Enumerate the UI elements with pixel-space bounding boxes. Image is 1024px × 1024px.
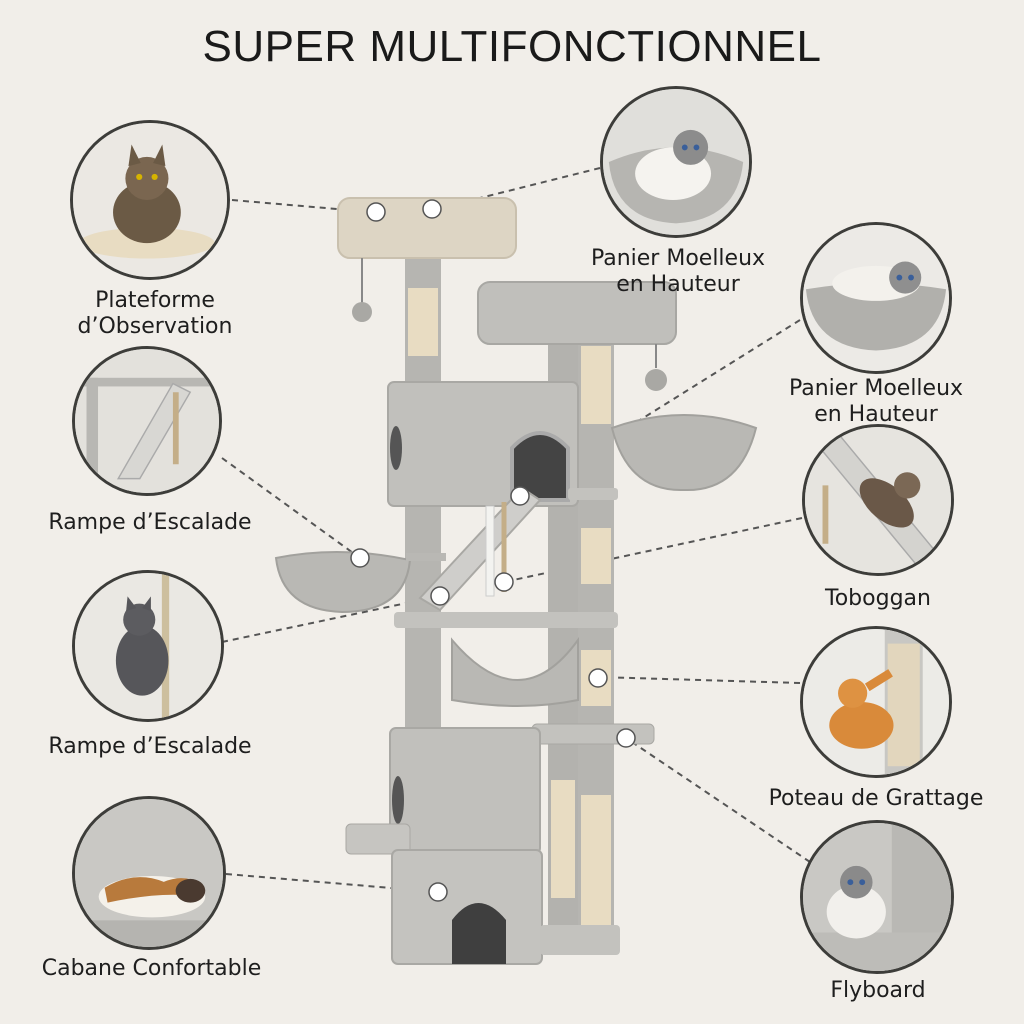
cat-on-flyboard-icon <box>800 820 954 974</box>
page-title: SUPER MULTIFONCTIONNEL <box>202 22 822 71</box>
plateforme-label-1: Plateforme <box>95 288 215 313</box>
cat-in-basket-icon <box>600 86 752 238</box>
cat-in-basket-icon <box>800 222 952 374</box>
cat-on-platform-icon <box>70 120 230 280</box>
rampe-label-1: Rampe d’Escalade <box>48 510 252 535</box>
cat-scratching-post-icon <box>800 626 952 778</box>
panier2-label-2: en Hauteur <box>814 402 938 427</box>
ramp-icon <box>72 346 222 496</box>
cat-climbing-rope-icon <box>72 570 224 722</box>
rampe-label-2: Rampe d’Escalade <box>48 734 252 759</box>
sleeping-cat-icon <box>72 796 226 950</box>
cabane-label: Cabane Confortable <box>41 956 262 981</box>
poteau-label: Poteau de Grattage <box>768 786 984 811</box>
panier2-label-1: Panier Moelleux <box>788 376 964 401</box>
cat-on-slide-icon <box>802 424 954 576</box>
panier1-label-2: en Hauteur <box>616 272 740 297</box>
plateforme-label-2: d’Observation <box>77 314 233 339</box>
flyboard-label: Flyboard <box>830 978 926 1003</box>
toboggan-label: Toboggan <box>825 586 931 611</box>
panier1-label-1: Panier Moelleux <box>590 246 766 271</box>
